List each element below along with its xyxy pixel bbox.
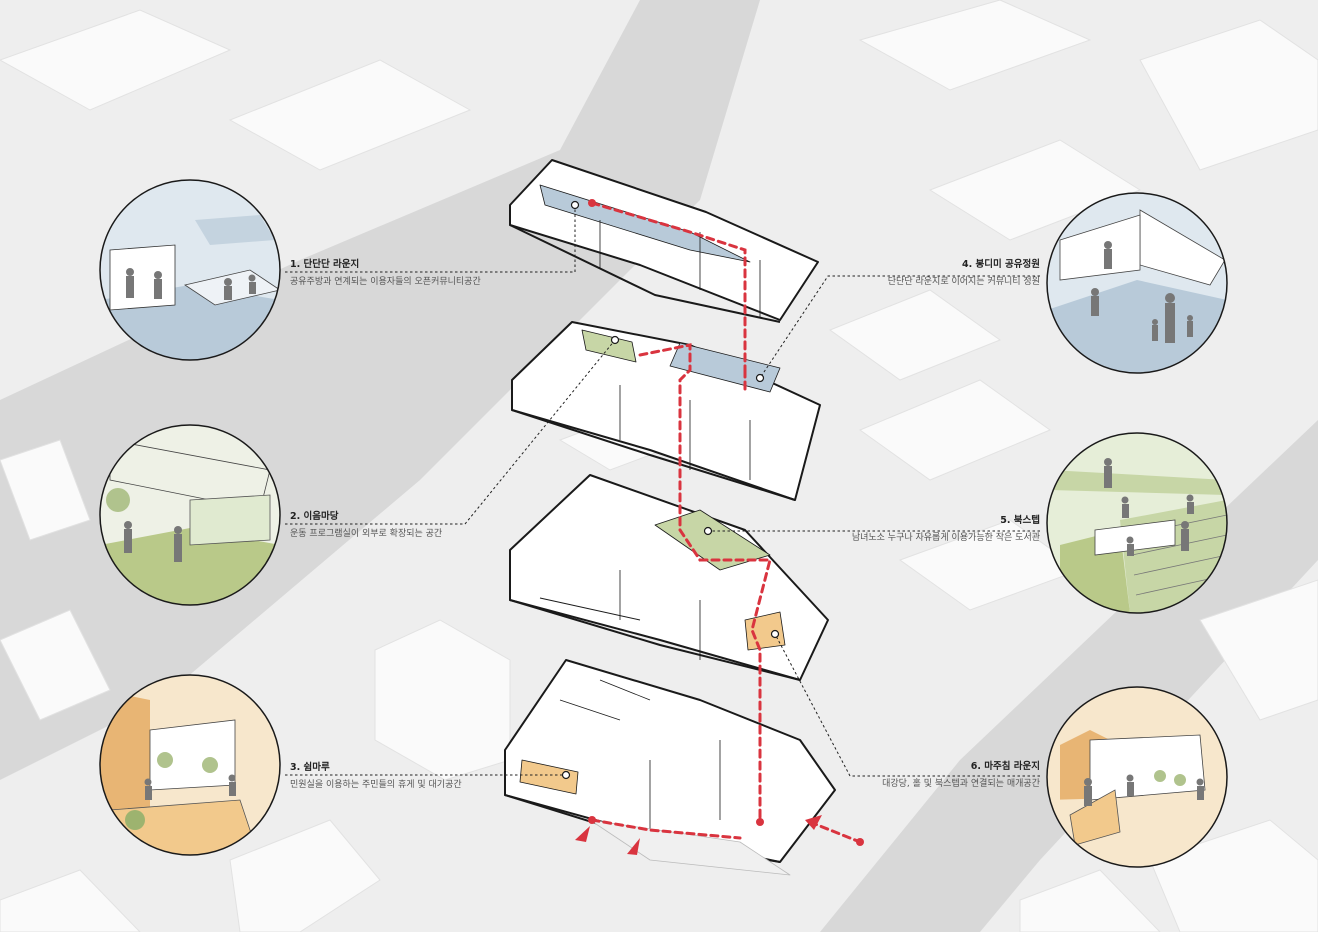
callout-1-label: 1. 단단단 라운지 공유주방과 연계되는 이용자들의 오픈커뮤니티공간 bbox=[290, 258, 481, 289]
leader-lines bbox=[285, 205, 1040, 777]
callout-1-title: 1. 단단단 라운지 bbox=[290, 259, 360, 270]
callout-5-description: 남녀노소 누구나 자유롭게 이용가능한 작은 도서관 bbox=[851, 533, 1040, 543]
callout-2-description: 운동 프로그램실이 외부로 확장되는 공간 bbox=[290, 529, 443, 539]
callout-1-description: 공유주방과 연계되는 이용자들의 오픈커뮤니티공간 bbox=[290, 277, 481, 287]
vignette-5-bookstep bbox=[1046, 432, 1228, 614]
vignette-1-lounge bbox=[99, 179, 281, 361]
callout-6-title: 6. 마주침 라운지 bbox=[970, 761, 1040, 772]
callout-3-label: 3. 쉼마루 민원실을 이용하는 주민들의 휴게 및 대기공간 bbox=[290, 761, 462, 792]
vignette-6-encounter bbox=[1046, 686, 1228, 868]
callout-4-label: 4. 봉디미 공유정원 단단단 라운지로 이어지는 커뮤니티 정원 bbox=[888, 258, 1040, 289]
callout-2-label: 2. 이음마당 운동 프로그램실이 외부로 확장되는 공간 bbox=[290, 510, 442, 541]
callout-5-label: 5. 북스텝 남녀노소 누구나 자유롭게 이용가능한 작은 도서관 bbox=[852, 514, 1040, 545]
vignette-2-yard bbox=[99, 424, 281, 606]
circulation-dots bbox=[588, 199, 864, 846]
circulation-arrows bbox=[575, 815, 822, 855]
callout-3-description: 민원실을 이용하는 주민들의 휴게 및 대기공간 bbox=[290, 780, 462, 790]
vignette-4-garden bbox=[1046, 192, 1228, 374]
callout-6-label: 6. 마주침 라운지 대강당, 홀 및 북스텝과 연결되는 매개공간 bbox=[882, 760, 1040, 791]
callout-5-title: 5. 북스텝 bbox=[1000, 515, 1040, 526]
callout-4-description: 단단단 라운지로 이어지는 커뮤니티 정원 bbox=[887, 277, 1040, 287]
floor-2 bbox=[509, 474, 829, 681]
circulation-path bbox=[590, 201, 862, 844]
callout-6-description: 대강당, 홀 및 북스텝과 연결되는 매개공간 bbox=[882, 779, 1040, 789]
vignette-3-rest bbox=[99, 674, 281, 856]
callout-2-title: 2. 이음마당 bbox=[290, 511, 339, 522]
leader-anchors bbox=[561, 200, 780, 780]
callout-4-title: 4. 봉디미 공유정원 bbox=[961, 259, 1040, 270]
floor-1 bbox=[504, 659, 836, 876]
callout-3-title: 3. 쉼마루 bbox=[290, 762, 330, 773]
floor-3 bbox=[511, 321, 821, 501]
